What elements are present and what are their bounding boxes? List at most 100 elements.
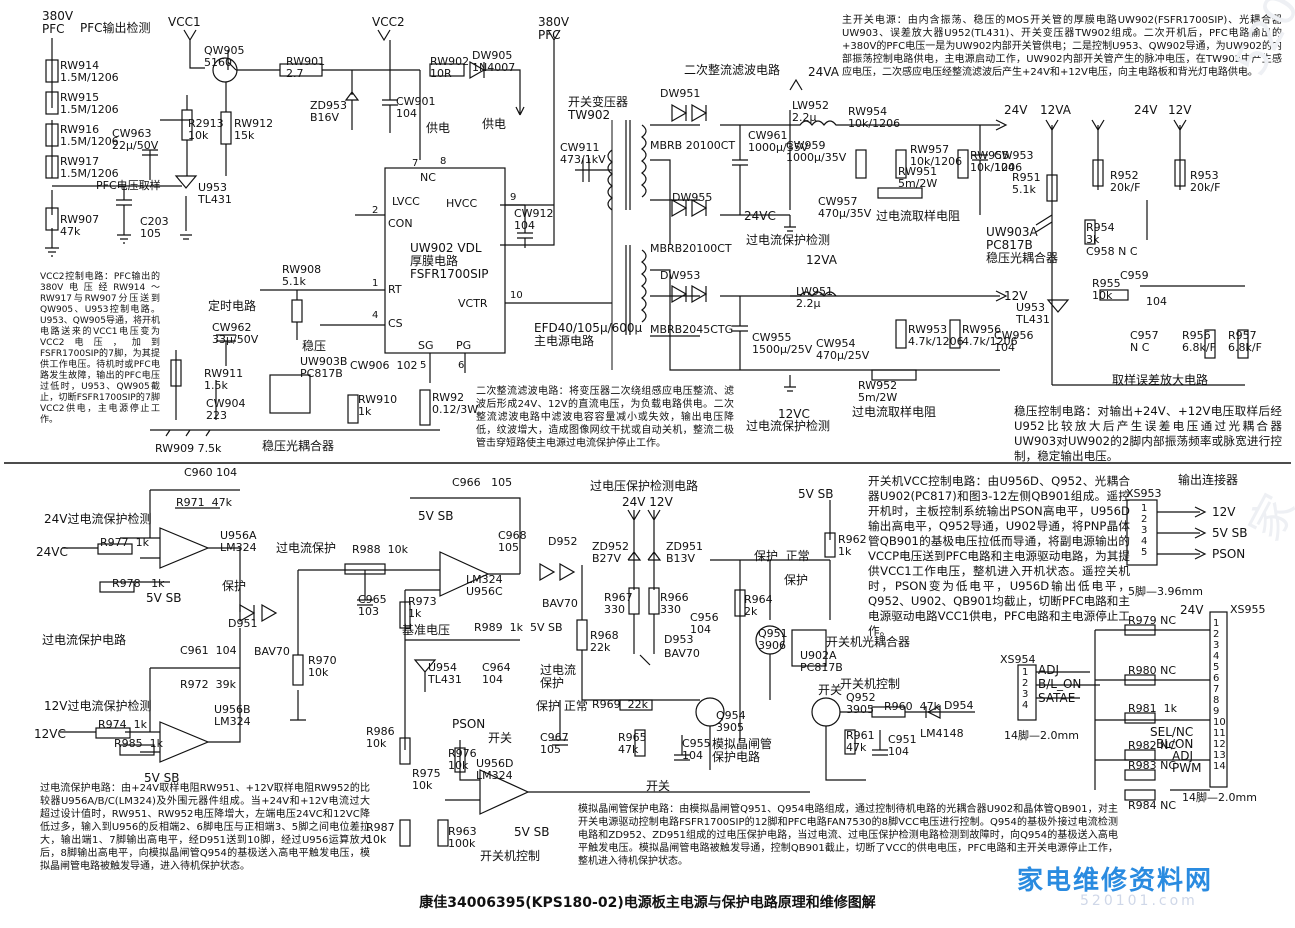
v24vc-node (784, 215, 796, 232)
label-rw956: RW956 4.7k/1206 (962, 323, 1018, 348)
rw953-body (895, 319, 907, 349)
r956-body (1204, 329, 1216, 359)
cw911-cap (575, 158, 612, 182)
r984-body (1124, 789, 1156, 801)
label-pin-nc: NC (420, 171, 436, 184)
lw951-inductor (790, 291, 837, 297)
label-opto-stab: 稳压光耦合器 (262, 439, 335, 453)
label-satae: SATAE (1038, 691, 1076, 705)
label-c203: C203 105 (140, 215, 169, 240)
cw912-cap (517, 205, 533, 248)
label-u956d: U956D LM324 (476, 757, 514, 782)
r985-body (119, 744, 155, 756)
label-adj-2: ADJ (1172, 749, 1193, 763)
label-r980: R980 NC (1128, 664, 1177, 677)
label-r983: R983 NC (1128, 759, 1177, 772)
label-cw953: CW953 104 (994, 149, 1034, 174)
label-xs954: XS954 (1000, 653, 1036, 666)
label-oc-sample-2: 过电流取样电阻 (852, 405, 937, 419)
label-r951: R951 5.1k (1012, 171, 1041, 196)
label-r965: R965 47k (618, 731, 647, 756)
note-vcc2-ctrl: VCC2控制电路：PFC输出的380V电压经RW914～RW917与RW907分… (40, 272, 160, 425)
label-oc-sample-1: 过电流取样电阻 (876, 209, 961, 223)
label-u956c: LM324 U956C (466, 573, 503, 598)
r963-body (437, 819, 449, 847)
label-cw956: CW956 104 (994, 329, 1034, 354)
tw902-core (625, 120, 631, 335)
label-zd951: ZD951 B13V (666, 540, 704, 565)
label-ocp24: 24V过电流保护检测 (44, 512, 152, 526)
label-mbrb1: MBRB 20100CT (650, 139, 736, 152)
cw901-cap (382, 40, 398, 133)
out24-arrow (995, 119, 1008, 131)
label-pwm: PWM (1172, 761, 1202, 775)
label-xs953: XS953 (1126, 487, 1162, 500)
label-r981: R981 1k (1128, 702, 1178, 715)
label-ocp12-det: 过电流保护检测 (746, 419, 831, 433)
zener-ovp (627, 509, 662, 590)
label-sec-filter: 二次整流滤波电路 (684, 63, 781, 77)
scr-wire (709, 559, 830, 770)
r954-body (1084, 219, 1096, 245)
label-5vsb-d: 5V SB (514, 825, 550, 839)
label-r978: R978 1k (112, 577, 165, 590)
label-vcc2: VCC2 (372, 15, 405, 29)
label-r956: R956 6.8k/F (1182, 329, 1216, 354)
xs955-pin-numbers: 1 2 3 4 5 6 7 8 9 10 11 12 13 14 (1213, 618, 1226, 772)
label-cw961: CW961 1000μ/35V (748, 129, 809, 154)
label-r971: R971 47k (176, 496, 232, 509)
rw951-body (877, 187, 923, 199)
label-r957: R957 6.8k/F (1228, 329, 1262, 354)
label-cw906: CW906 102 (350, 359, 418, 372)
rw910-body (347, 394, 359, 424)
dw953-diodes (671, 284, 708, 304)
label-d952: D952 (548, 535, 578, 548)
label-rw911: RW911 1.5k (204, 367, 244, 392)
u956a-wire (120, 489, 241, 612)
label-lw951: LW951 2.2μ (796, 285, 833, 310)
label-ocp-protect: 过电流保护 (276, 541, 337, 555)
uw903b-opto (269, 374, 311, 414)
tw902-sec1 (641, 124, 647, 198)
label-r967: R967 330 (604, 591, 633, 616)
label-dw955: DW955 (672, 191, 713, 204)
label-24v-12v: 24V 12V (622, 495, 673, 509)
label-q954: Q954 3905 (716, 709, 746, 734)
label-r972: R972 39k (180, 678, 236, 691)
r951-body (1046, 174, 1058, 202)
ground-rail-top (150, 429, 440, 437)
label-r955: R955 10k (1092, 277, 1121, 302)
label-kaiguan-1: 开关 (488, 731, 513, 745)
label-c951: C951 104 (888, 733, 917, 758)
d951-diodes (239, 603, 278, 623)
label-rw954: RW954 10k/1206 (848, 105, 901, 130)
r981-body (1124, 712, 1156, 724)
label-rw901: RW901 2.7 (286, 55, 326, 80)
r953-body (1174, 159, 1186, 187)
label-pin-con: CON (388, 217, 413, 230)
label-12vc-in: 12VC (34, 727, 66, 741)
r952-body (1092, 159, 1104, 187)
timer-caps (175, 334, 236, 420)
r976-body (454, 747, 466, 773)
label-cw959: CW959 1000μ/35V (786, 139, 847, 164)
sec12-wire (650, 269, 1000, 371)
rail-arrows (1045, 119, 1187, 132)
label-r977: R977 1k (100, 536, 150, 549)
r966-body (648, 587, 660, 615)
r964-body (734, 589, 746, 617)
ref-wire (404, 590, 520, 750)
label-r982: R982 NC (1128, 739, 1177, 752)
xs954-conn (1017, 664, 1037, 721)
label-r987: R987 10k (366, 821, 395, 846)
label-ocp-prot: 过电流 保护 (540, 663, 577, 690)
label-dw905: DW905 1N4007 (472, 49, 516, 74)
label-rw910: RW910 1k (358, 393, 398, 418)
label-c966: C966 105 (452, 476, 513, 489)
label-pin-lvcc: LVCC (392, 195, 420, 208)
label-bl-on: BL/ON (1156, 737, 1194, 751)
r978-body (99, 581, 135, 593)
label-r966: R966 330 (660, 591, 689, 616)
label-rw912: RW912 15k (234, 117, 274, 142)
r955-body (1099, 289, 1129, 301)
